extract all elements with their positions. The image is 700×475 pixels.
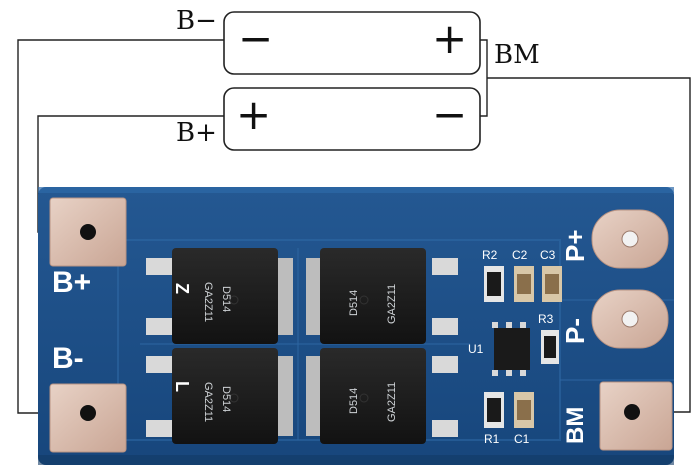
designator-u1: U1 (468, 342, 484, 356)
mosfet-4-text-b: GA2Z11 (386, 381, 398, 422)
designator-r1: R1 (484, 432, 500, 446)
designator-c2: C2 (512, 248, 528, 262)
side-mark-z: Z (172, 283, 192, 294)
battery-bottom-pos-sign: + (236, 90, 272, 139)
mosfet-4-text-a: D514 (348, 387, 360, 414)
battery-bottom (223, 87, 481, 151)
label-b-minus: B− (176, 6, 217, 36)
silk-p-minus: P- (560, 318, 590, 344)
label-b-plus: B+ (176, 118, 217, 148)
mosfet-2-text-a: D514 (348, 289, 360, 316)
mosfet-2-text-b: GA2Z11 (386, 283, 398, 324)
mosfet-3-text-b: GA2Z11 (202, 382, 214, 423)
silk-bm: BM (562, 406, 589, 444)
designator-c3: C3 (540, 248, 556, 262)
mosfets (146, 248, 458, 444)
solder-dot-bm (624, 404, 640, 420)
designator-r3: R3 (538, 312, 554, 326)
silk-b-minus: B- (52, 342, 84, 375)
side-mark-l: L (172, 381, 192, 392)
solder-dot-b-plus (80, 224, 96, 240)
silk-b-plus: B+ (52, 266, 92, 299)
smd-components (484, 266, 562, 428)
battery-top-pos-sign: + (432, 14, 468, 63)
battery-bottom-neg-sign: − (432, 90, 468, 139)
label-bm: BM (494, 40, 540, 70)
wire-bm-bridge (480, 39, 488, 117)
silk-p-plus: P+ (560, 229, 590, 262)
battery-top-neg-sign: − (238, 14, 274, 63)
designator-c1: C1 (514, 432, 530, 446)
mosfet-1-text-b: GA2Z11 (202, 282, 214, 323)
mosfet-3-text-a: D514 (220, 386, 232, 413)
solder-dot-b-minus (80, 405, 96, 421)
battery-top (223, 11, 481, 75)
designator-r2: R2 (482, 248, 498, 262)
mosfet-1-text-a: D514 (220, 286, 232, 313)
